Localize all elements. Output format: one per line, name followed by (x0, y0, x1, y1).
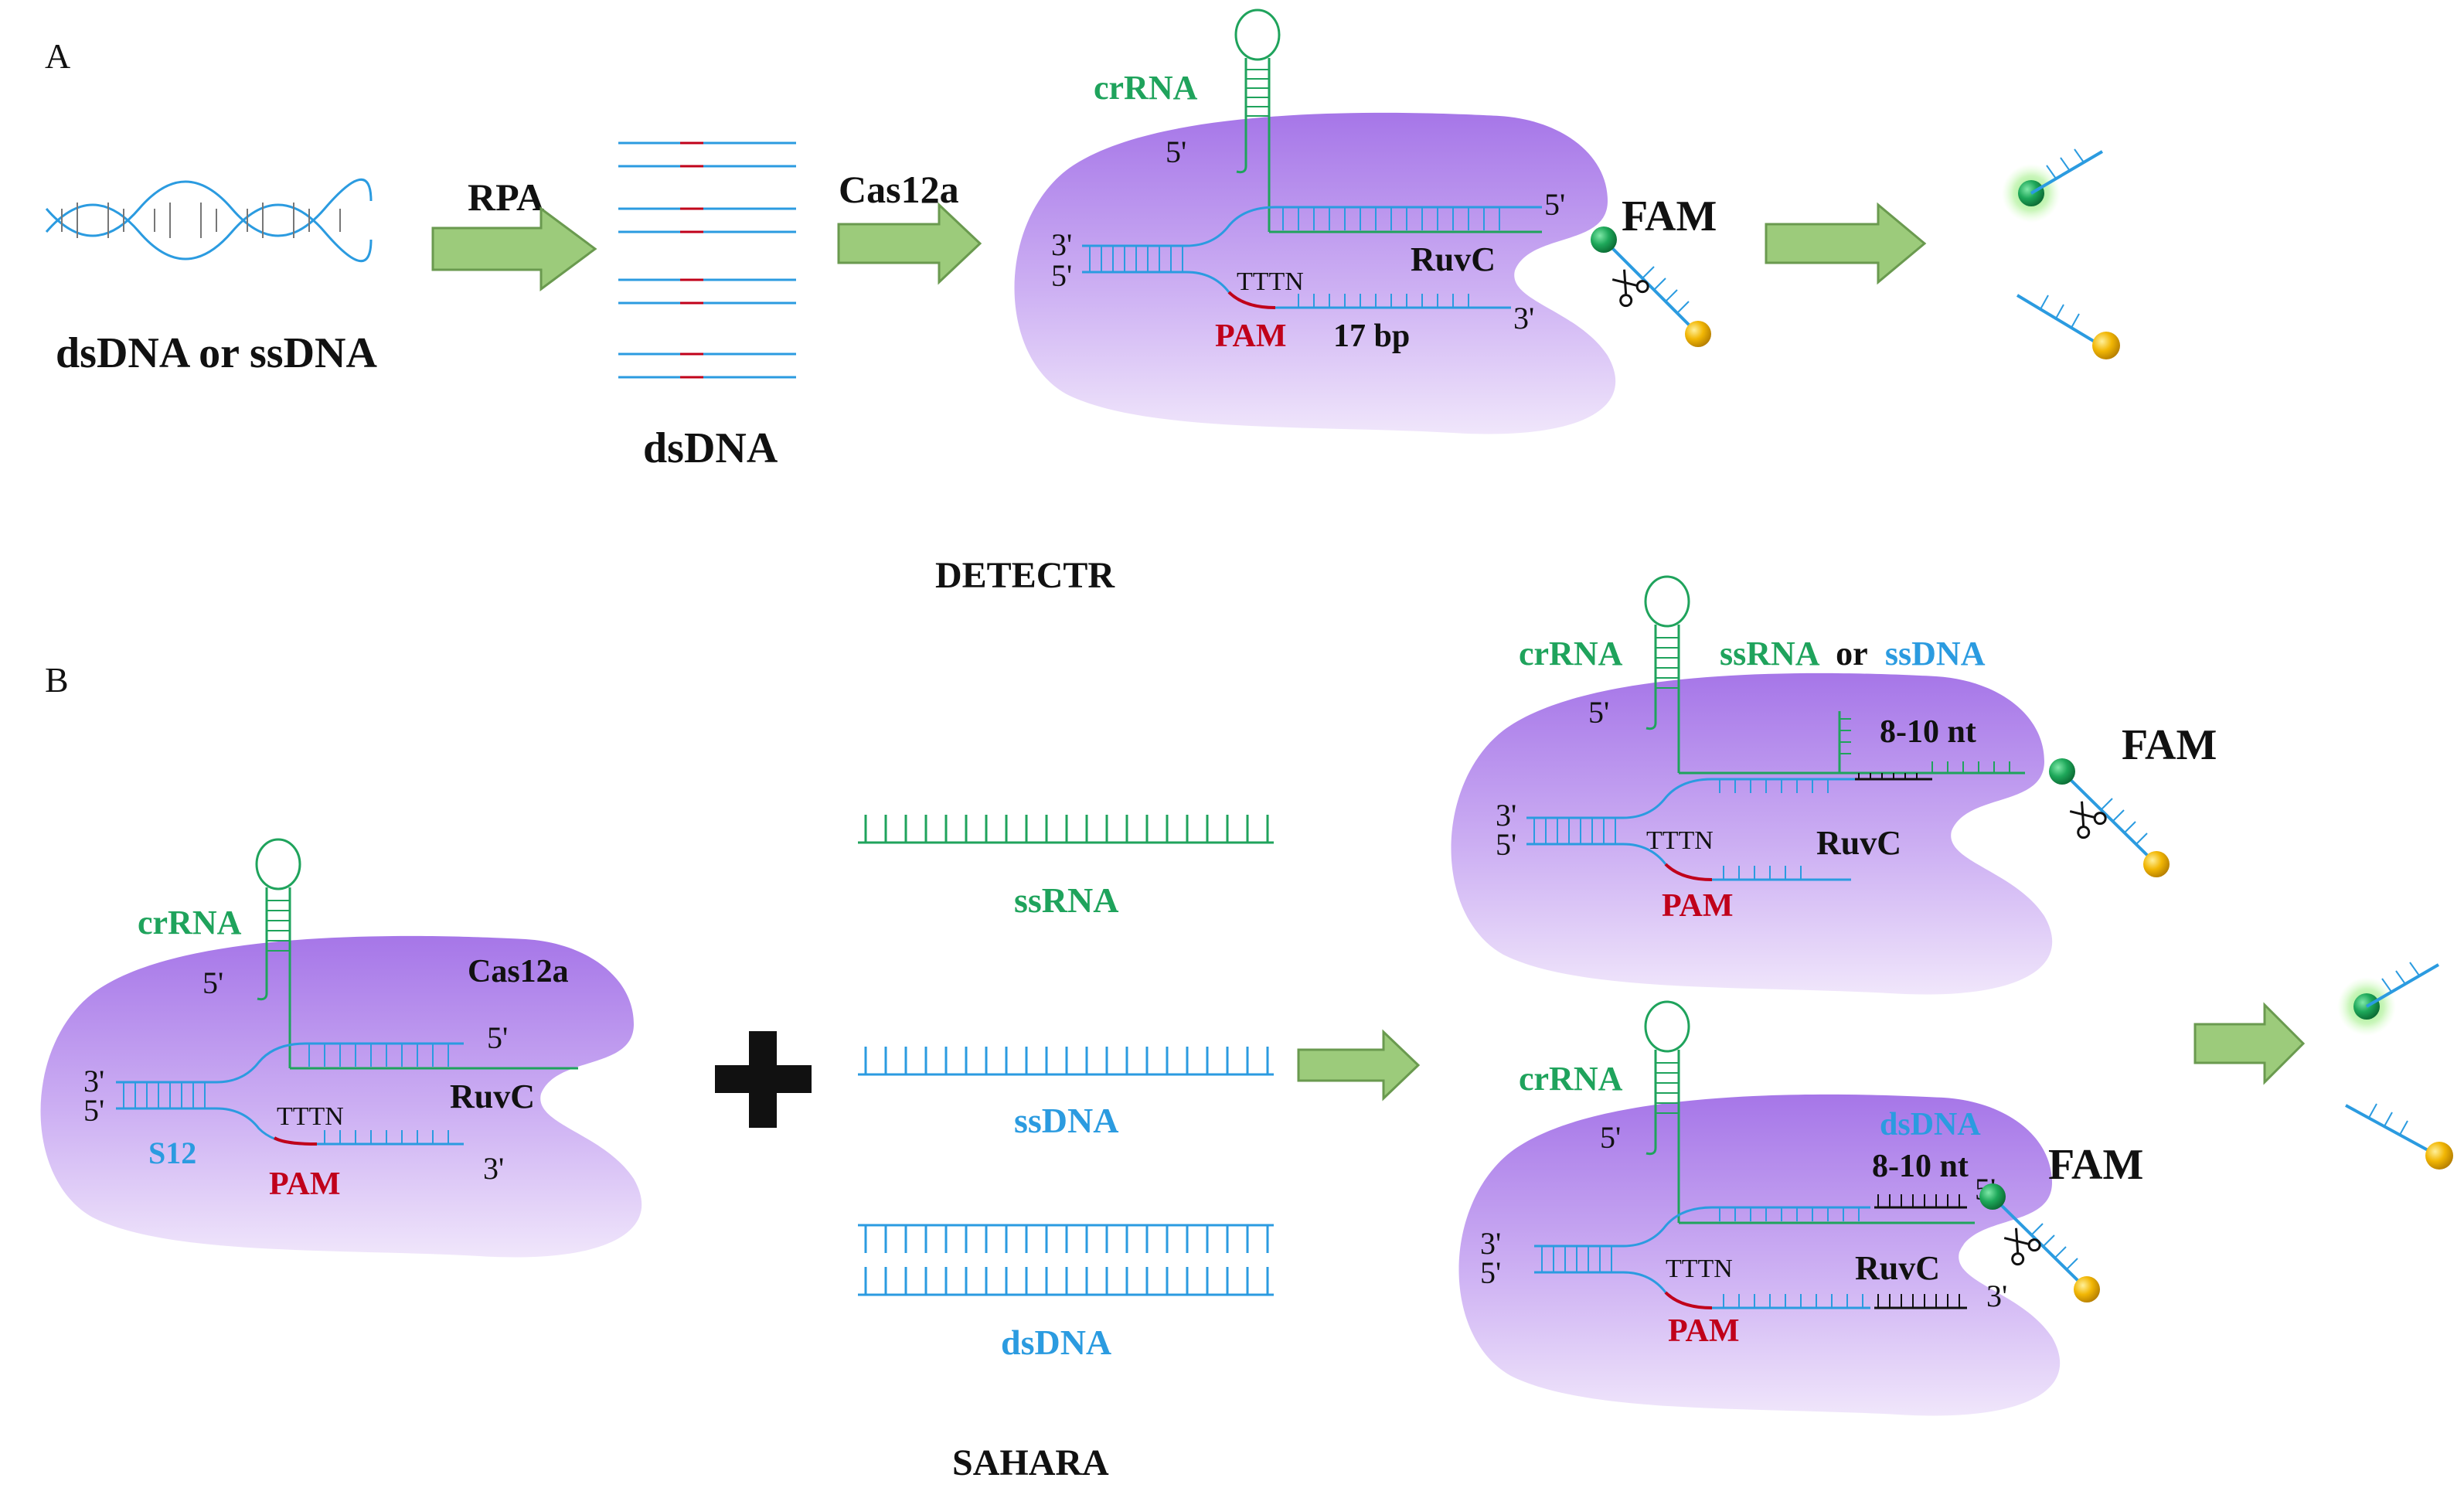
nt-label-b-top: 8-10 nt (1880, 714, 1976, 750)
target-ssrna: ssRNA (1720, 635, 1820, 672)
bp-label-a: 17 bp (1333, 318, 1410, 354)
target-or: or (1836, 635, 1867, 672)
five-prime-crrna-b-top: 5' (1588, 695, 1609, 730)
ssrna-ticks (864, 815, 1269, 843)
five-prime-left-b-bottom: 5' (1480, 1255, 1501, 1290)
tttn-label-b-top: TTTN (1646, 826, 1714, 855)
panel-b-label: B (45, 660, 69, 700)
dsdna-ticks (864, 1225, 1269, 1295)
pam-mark-b-left (273, 1136, 318, 1146)
reaction-arrow-b (1297, 1029, 1421, 1102)
cas12a-label: Cas12a (839, 168, 959, 211)
scissors-icon-b-top (2069, 801, 2107, 839)
three-prime-left-b-left: 3' (83, 1064, 104, 1098)
five-prime-crrna-b-left: 5' (202, 965, 223, 1000)
fam-label-b-bottom: FAM (2048, 1141, 2143, 1189)
five-prime-crrna-b-bottom: 5' (1600, 1120, 1621, 1155)
pam-mark-b-top (1664, 863, 1713, 881)
nt-overhang-b-bottom (1874, 1194, 1967, 1309)
rpa-label: RPA (468, 175, 544, 219)
cas12a-protein-a (1014, 112, 1616, 434)
nt-label-b-bottom: 8-10 nt (1872, 1149, 1969, 1184)
fam-label-a: FAM (1622, 192, 1717, 240)
plus-icon (715, 1031, 812, 1128)
cleaved-fam-b (2337, 962, 2440, 1036)
pam-label-b-bottom: PAM (1668, 1313, 1740, 1349)
ruvc-label-a: RuvC (1411, 240, 1496, 278)
panel-a-label: A (45, 36, 70, 76)
three-prime-left-b-bottom: 3' (1480, 1226, 1501, 1261)
ruvc-label-b-top: RuvC (1816, 824, 1901, 862)
pam-label-b-left: PAM (269, 1166, 341, 1202)
pam-mark-b-bottom (1664, 1291, 1713, 1309)
five-prime-left-b-left: 5' (83, 1093, 104, 1128)
crrna-hairpin-b-left (255, 838, 578, 1070)
cas12a-label-b-left: Cas12a (468, 954, 569, 989)
dsdna-label-b-bottom: dsDNA (1880, 1107, 1981, 1142)
s12-label-b-left: S12 (148, 1136, 196, 1170)
reporter-probe-b-bottom (1979, 1183, 2100, 1302)
crrna-label-a: crRNA (1094, 69, 1198, 107)
ssdna-ticks (864, 1047, 1269, 1074)
input-label: dsDNA or ssDNA (56, 329, 377, 377)
cleaved-quencher-b (2345, 1103, 2453, 1170)
amplicon-label: dsDNA (643, 424, 778, 472)
five-prime-left-b-top: 5' (1496, 827, 1516, 862)
three-prime-left-a: 3' (1051, 227, 1072, 262)
tttn-label-a: TTTN (1237, 267, 1304, 296)
cleaved-quencher-a (2016, 294, 2120, 359)
target-label-b-top: ssRNA or ssDNA (1720, 635, 1986, 672)
dna-helix-icon (45, 179, 373, 262)
fam-label-b-top: FAM (2122, 721, 2217, 769)
reporter-probe-b-top (2049, 758, 2170, 877)
tttn-label-b-bottom: TTTN (1666, 1255, 1733, 1283)
crrna-label-b-top: crRNA (1519, 635, 1623, 672)
three-prime-right-b-left: 3' (483, 1151, 504, 1186)
crrna-hairpin-a (1234, 9, 1542, 233)
ruvc-label-b-left: RuvC (450, 1078, 535, 1115)
cas12a-arrow (837, 202, 982, 285)
three-prime-right-a: 3' (1513, 301, 1534, 335)
result-arrow-b (2193, 1002, 2306, 1085)
reporter-probe-a (1591, 226, 1711, 347)
rpa-arrow (431, 206, 597, 291)
method-detectr: DETECTR (935, 555, 1115, 596)
scissors-icon-b-bottom (2003, 1228, 2041, 1266)
pam-label-b-top: PAM (1662, 888, 1734, 924)
three-prime-left-b-top: 3' (1496, 798, 1516, 833)
cas12a-protein-b-top (1451, 672, 2053, 995)
five-prime-right-b-left: 5' (487, 1020, 508, 1055)
dsdna-label: dsDNA (1001, 1323, 1111, 1362)
ruvc-label-b-bottom: RuvC (1855, 1249, 1940, 1287)
three-prime-right-b-bottom: 3' (1986, 1279, 2007, 1313)
amplicon-stack (618, 141, 796, 379)
ssdna-label: ssDNA (1014, 1101, 1118, 1140)
nt-overhang-b-top (1855, 773, 1932, 781)
method-sahara: SAHARA (952, 1442, 1109, 1483)
crrna-hairpin-b-top (1644, 575, 2025, 775)
cas12a-protein-b-bottom (1458, 1094, 2061, 1416)
cleaved-fam-a (2002, 148, 2104, 223)
crrna-label-b-left: crRNA (138, 904, 242, 941)
crrna-label-b-bottom: crRNA (1519, 1060, 1623, 1098)
five-prime-left-a: 5' (1051, 258, 1072, 293)
cas12a-protein-b-left (40, 935, 642, 1258)
ssrna-label: ssRNA (1014, 880, 1118, 920)
dna-helix-rungs (61, 203, 341, 238)
scissors-icon-a (1611, 269, 1649, 308)
result-arrow-a (1765, 202, 1927, 285)
five-prime-right-a: 5' (1544, 187, 1565, 222)
crrna-hairpin-b-bottom (1644, 1000, 1975, 1224)
pam-label-a: PAM (1215, 318, 1287, 354)
tttn-label-b-left: TTTN (277, 1102, 344, 1131)
five-prime-crrna-a: 5' (1166, 134, 1186, 169)
pam-mark-a (1227, 291, 1276, 309)
target-ssdna: ssDNA (1885, 635, 1986, 672)
